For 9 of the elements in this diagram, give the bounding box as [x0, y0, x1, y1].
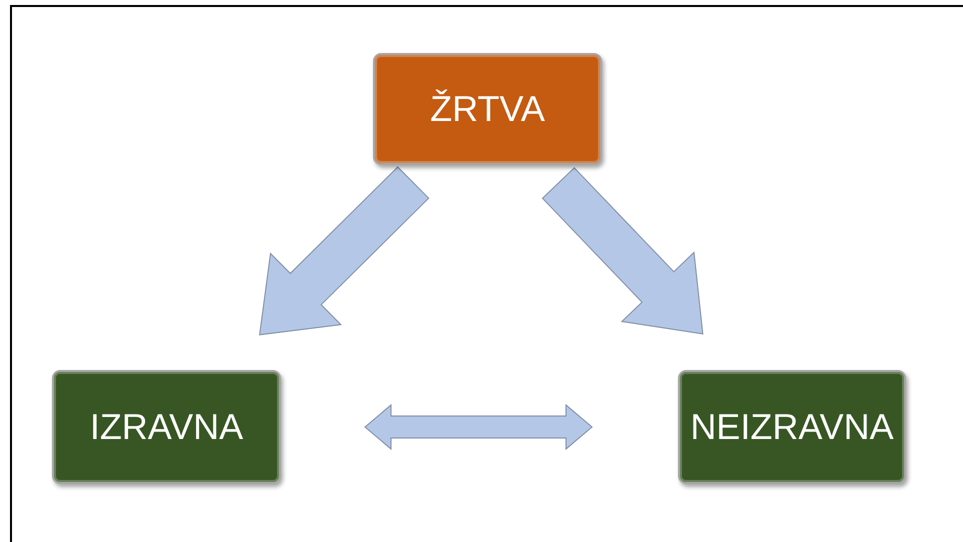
process-box [373, 53, 602, 165]
process-box [52, 370, 281, 484]
box-label: ŽRTVA [430, 88, 545, 130]
box-label: IZRAVNA [90, 406, 244, 448]
block-arrow [364, 404, 593, 450]
block-arrow [542, 167, 704, 334]
process-box [678, 370, 906, 484]
box-label: NEIZRAVNA [690, 406, 894, 448]
block-arrow [259, 166, 430, 336]
